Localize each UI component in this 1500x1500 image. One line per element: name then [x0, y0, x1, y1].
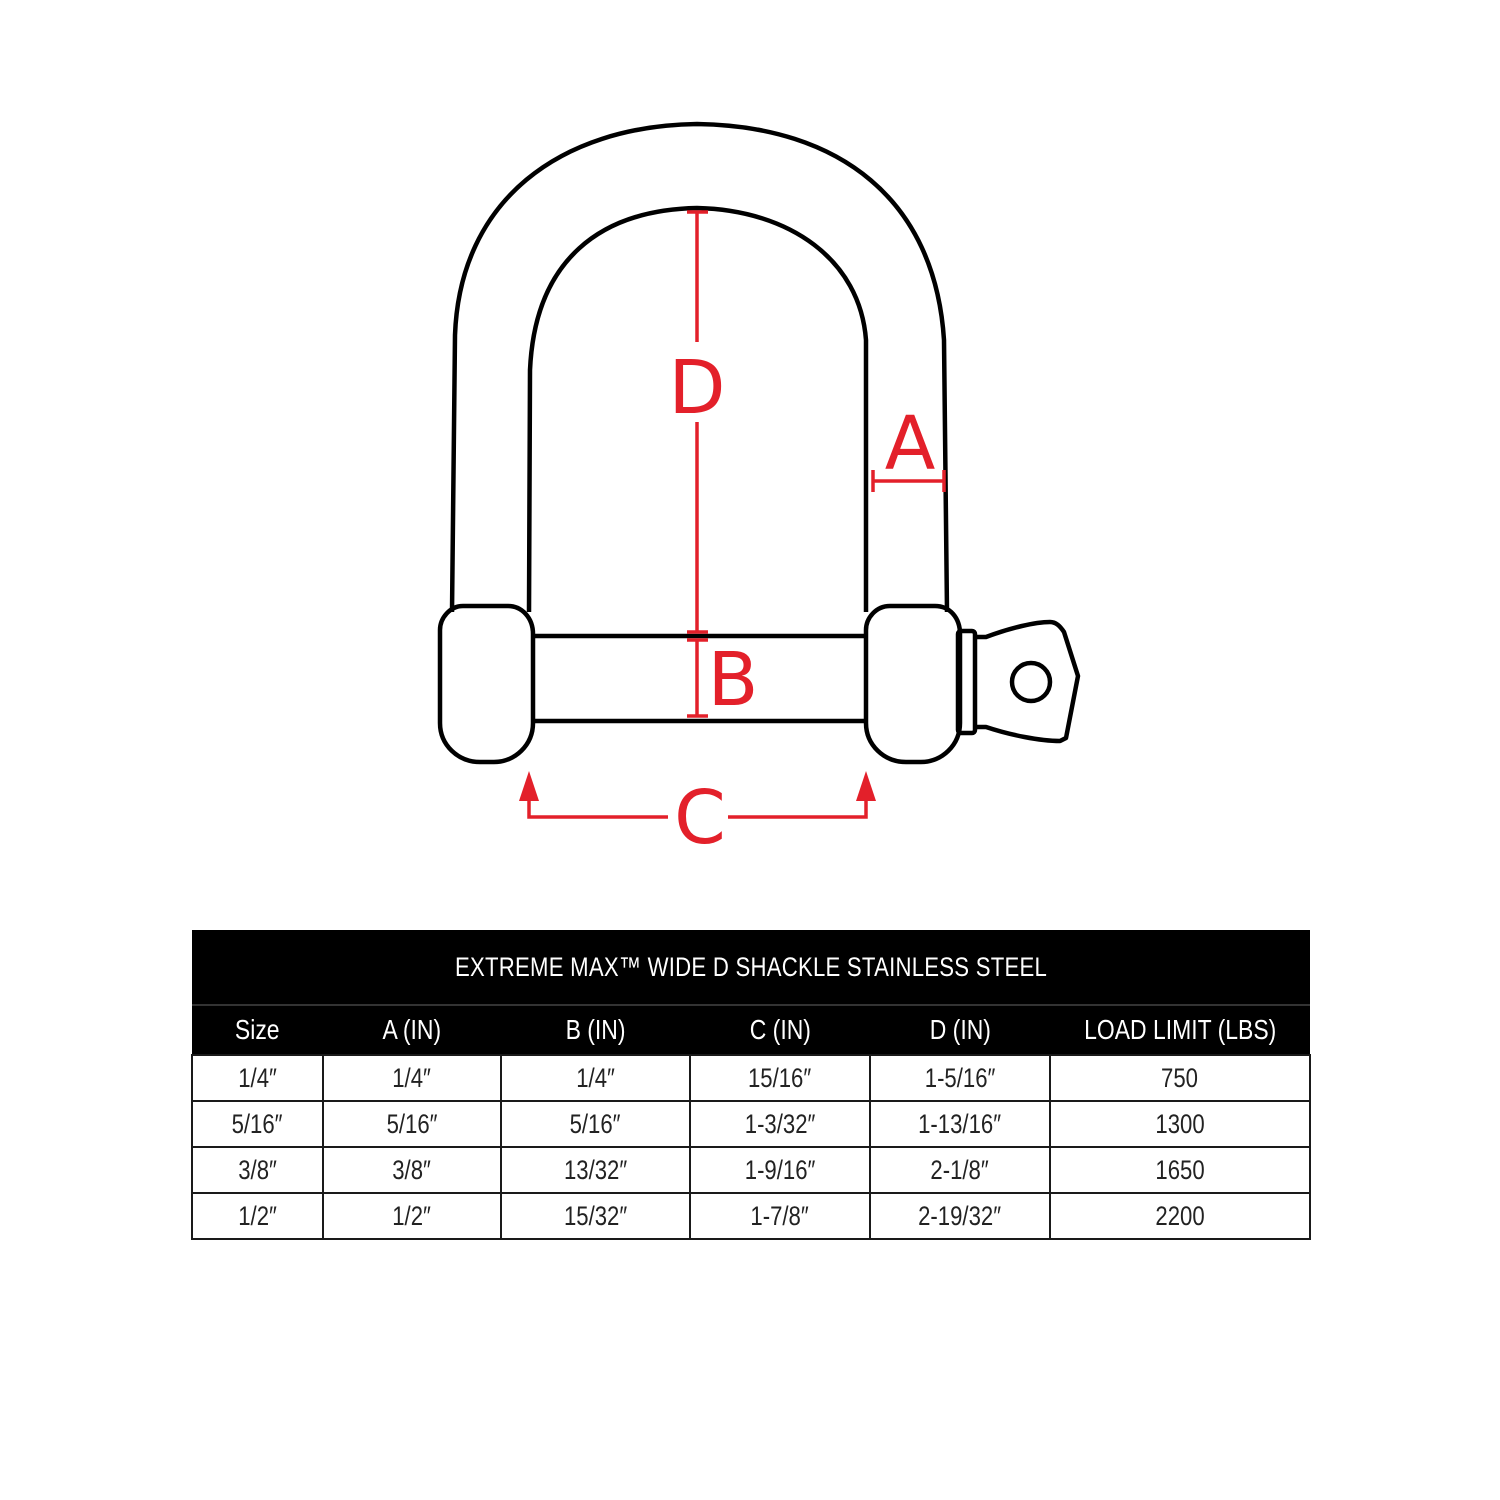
dimension-lines — [519, 210, 946, 819]
table-title: EXTREME MAX™ WIDE D SHACKLE STAINLESS ST… — [192, 930, 1310, 1006]
cell-load-limit: 1300 — [1049, 1100, 1311, 1148]
dimension-label-b: B — [708, 637, 759, 723]
cell-a: 5/16″ — [322, 1100, 502, 1148]
cell-d: 1-5/16″ — [869, 1054, 1051, 1102]
cell-load-limit: 2200 — [1049, 1192, 1311, 1240]
cell-c: 1-7/8″ — [689, 1192, 871, 1240]
dimension-label-c: C — [674, 775, 726, 861]
cell-b: 5/16″ — [500, 1100, 691, 1148]
shackle-bow-outer — [449, 121, 950, 613]
left-eye — [437, 603, 536, 765]
dimension-label-a: A — [885, 401, 936, 487]
cell-size: 5/16″ — [191, 1100, 324, 1148]
cell-c: 15/16″ — [689, 1054, 871, 1102]
table-row: 1/2″ 1/2″ 15/32″ 1-7/8″ 2-19/32″ 2200 — [191, 1192, 1311, 1240]
shackle-bow-inner — [526, 205, 869, 613]
cell-c: 1-9/16″ — [689, 1146, 871, 1194]
column-header-d: D (IN) — [870, 1005, 1050, 1055]
shackle-diagram: D B A C — [437, 121, 1081, 861]
cell-d: 2-19/32″ — [869, 1192, 1051, 1240]
table-title-row: EXTREME MAX™ WIDE D SHACKLE STAINLESS ST… — [192, 930, 1310, 1006]
cell-load-limit: 750 — [1049, 1054, 1311, 1102]
table-row: 3/8″ 3/8″ 13/32″ 1-9/16″ 2-1/8″ 1650 — [191, 1146, 1311, 1194]
pin-head — [975, 619, 1081, 744]
shackle-outline — [437, 121, 1081, 765]
cell-a: 1/2″ — [322, 1192, 502, 1240]
column-header-b: B (IN) — [501, 1005, 690, 1055]
table-row: 1/4″ 1/4″ 1/4″ 15/16″ 1-5/16″ 750 — [191, 1054, 1311, 1102]
right-eye — [863, 603, 963, 765]
spec-table: EXTREME MAX™ WIDE D SHACKLE STAINLESS ST… — [191, 930, 1311, 1240]
cell-b: 13/32″ — [500, 1146, 691, 1194]
pin-collar — [955, 628, 978, 736]
cell-size: 3/8″ — [191, 1146, 324, 1194]
column-header-load-limit: LOAD LIMIT (LBS) — [1050, 1005, 1310, 1055]
cell-b: 15/32″ — [500, 1192, 691, 1240]
cell-size: 1/2″ — [191, 1192, 324, 1240]
pin-head-hole — [1009, 660, 1053, 704]
cell-b: 1/4″ — [500, 1054, 691, 1102]
dimension-label-d: D — [669, 345, 726, 431]
column-header-c: C (IN) — [690, 1005, 870, 1055]
column-header-a: A (IN) — [323, 1005, 501, 1055]
table-row: 5/16″ 5/16″ 5/16″ 1-3/32″ 1-13/16″ 1300 — [191, 1100, 1311, 1148]
cell-d: 2-1/8″ — [869, 1146, 1051, 1194]
table-header-row: Size A (IN) B (IN) C (IN) D (IN) LOAD LI… — [192, 1005, 1310, 1055]
cell-load-limit: 1650 — [1049, 1146, 1311, 1194]
column-header-size: Size — [192, 1005, 323, 1055]
cell-d: 1-13/16″ — [869, 1100, 1051, 1148]
cell-size: 1/4″ — [191, 1054, 324, 1102]
cell-c: 1-3/32″ — [689, 1100, 871, 1148]
cell-a: 3/8″ — [322, 1146, 502, 1194]
cell-a: 1/4″ — [322, 1054, 502, 1102]
